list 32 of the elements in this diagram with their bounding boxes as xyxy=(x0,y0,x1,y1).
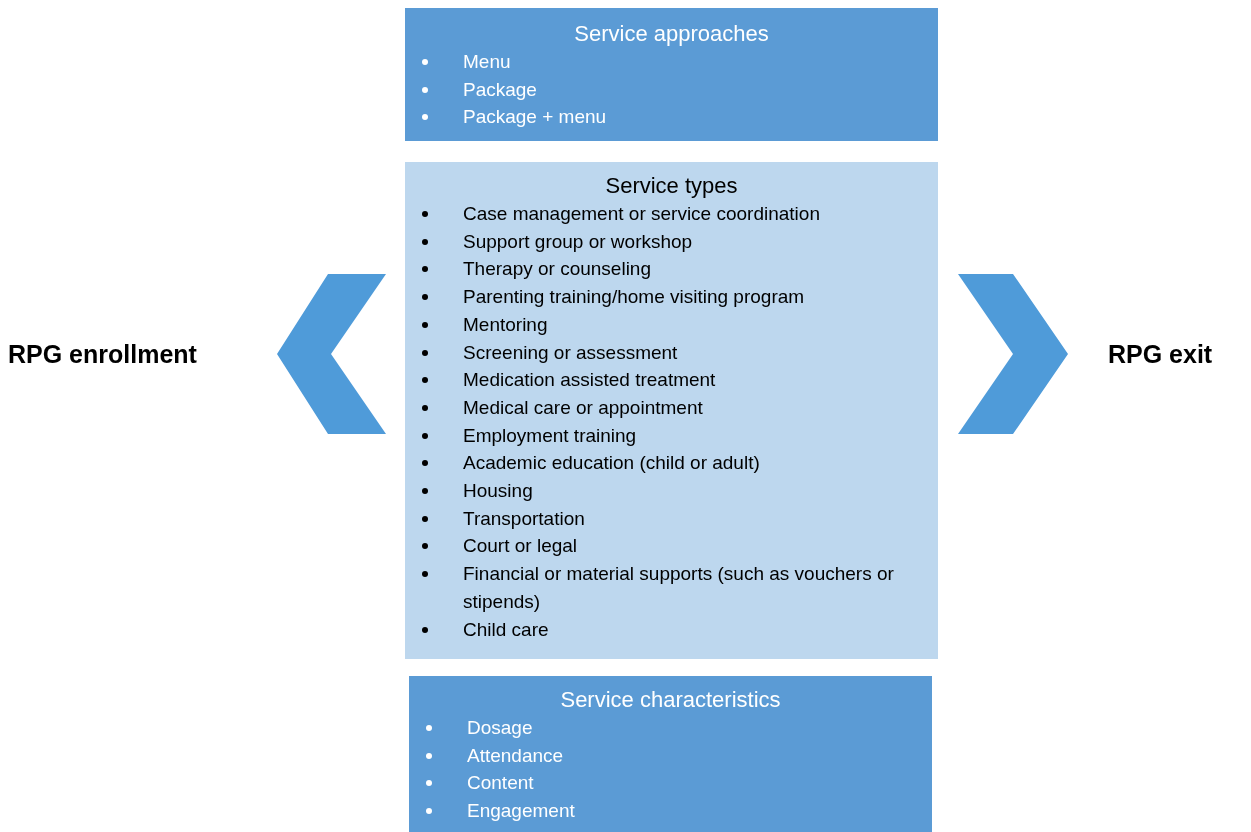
list-item: Court or legal xyxy=(463,534,578,559)
list-item: Academic education (child or adult) xyxy=(463,451,760,476)
service-box xyxy=(409,676,932,832)
list-item: Child care xyxy=(463,617,549,642)
list-item: Mentoring xyxy=(463,312,548,337)
stage-label: RPG exit xyxy=(1108,334,1213,374)
stage-label: RPG enrollment xyxy=(8,334,197,374)
list-item: Financial or material supports (such as vouchers or stipends) xyxy=(463,562,895,614)
list-item: Medication assisted treatment xyxy=(463,368,716,393)
list-item: Therapy or counseling xyxy=(463,257,651,282)
list-item: Medical care or appointment xyxy=(463,395,703,420)
box-heading: Service characteristics xyxy=(560,686,781,714)
list-item: Case management or service coordination xyxy=(463,202,820,226)
list-item: Employment training xyxy=(463,423,637,448)
box-heading: Service approaches xyxy=(574,20,769,48)
service-box xyxy=(405,162,938,659)
list-item: Content xyxy=(467,771,534,796)
chevron-arrow xyxy=(277,274,386,434)
list-item: Transportation xyxy=(463,506,585,531)
list-item: Support group or workshop xyxy=(463,229,693,254)
list-item: Attendance xyxy=(467,743,564,768)
box-heading: Service types xyxy=(605,172,738,200)
list-item: Parenting training/home visiting program xyxy=(463,285,805,310)
chevron-arrow xyxy=(958,274,1068,434)
list-item: Engagement xyxy=(467,799,575,824)
list-item: Menu xyxy=(463,50,511,74)
list-item: Screening or assessment xyxy=(463,340,678,365)
list-item: Dosage xyxy=(467,716,533,740)
list-item: Package + menu xyxy=(463,105,607,130)
list-item: Housing xyxy=(463,479,533,504)
list-item: Package xyxy=(463,77,537,102)
service-box xyxy=(405,8,938,141)
